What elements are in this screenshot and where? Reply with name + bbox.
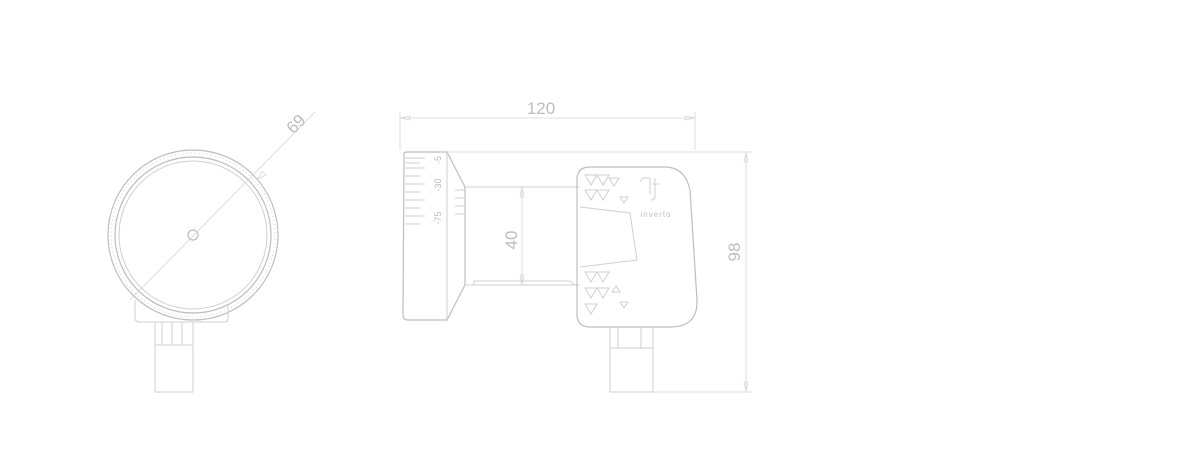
triangle-pattern bbox=[584, 174, 629, 315]
length-label: 120 bbox=[527, 99, 555, 118]
side-view: -5 -30 -75 inverto bbox=[402, 151, 698, 393]
brand-label: inverto bbox=[640, 210, 671, 219]
inverto-logo-icon bbox=[640, 177, 659, 201]
outer-ring bbox=[107, 149, 279, 321]
scale-label: -75 bbox=[433, 211, 443, 224]
scale-ticks bbox=[405, 157, 465, 225]
inner-ring bbox=[114, 156, 272, 314]
front-connector bbox=[154, 322, 194, 393]
face-ring bbox=[118, 160, 268, 310]
center-hole bbox=[187, 229, 199, 241]
scale-ring bbox=[110, 152, 276, 318]
housing-groove bbox=[579, 206, 638, 268]
tube-height-label: 40 bbox=[502, 231, 521, 250]
dimensions: 120 40 98 bbox=[399, 99, 752, 393]
side-connector bbox=[609, 327, 654, 393]
total-height-label: 98 bbox=[725, 243, 744, 262]
front-view: 69 bbox=[107, 111, 316, 393]
diameter-line bbox=[129, 111, 316, 301]
scale-label: -5 bbox=[433, 156, 443, 164]
lnb-housing bbox=[576, 166, 698, 328]
diameter-label: 69 bbox=[283, 111, 310, 138]
tube bbox=[465, 186, 580, 286]
diameter-arrow bbox=[257, 170, 267, 180]
feedhorn-body bbox=[402, 151, 466, 321]
scale-label: -30 bbox=[433, 178, 443, 191]
